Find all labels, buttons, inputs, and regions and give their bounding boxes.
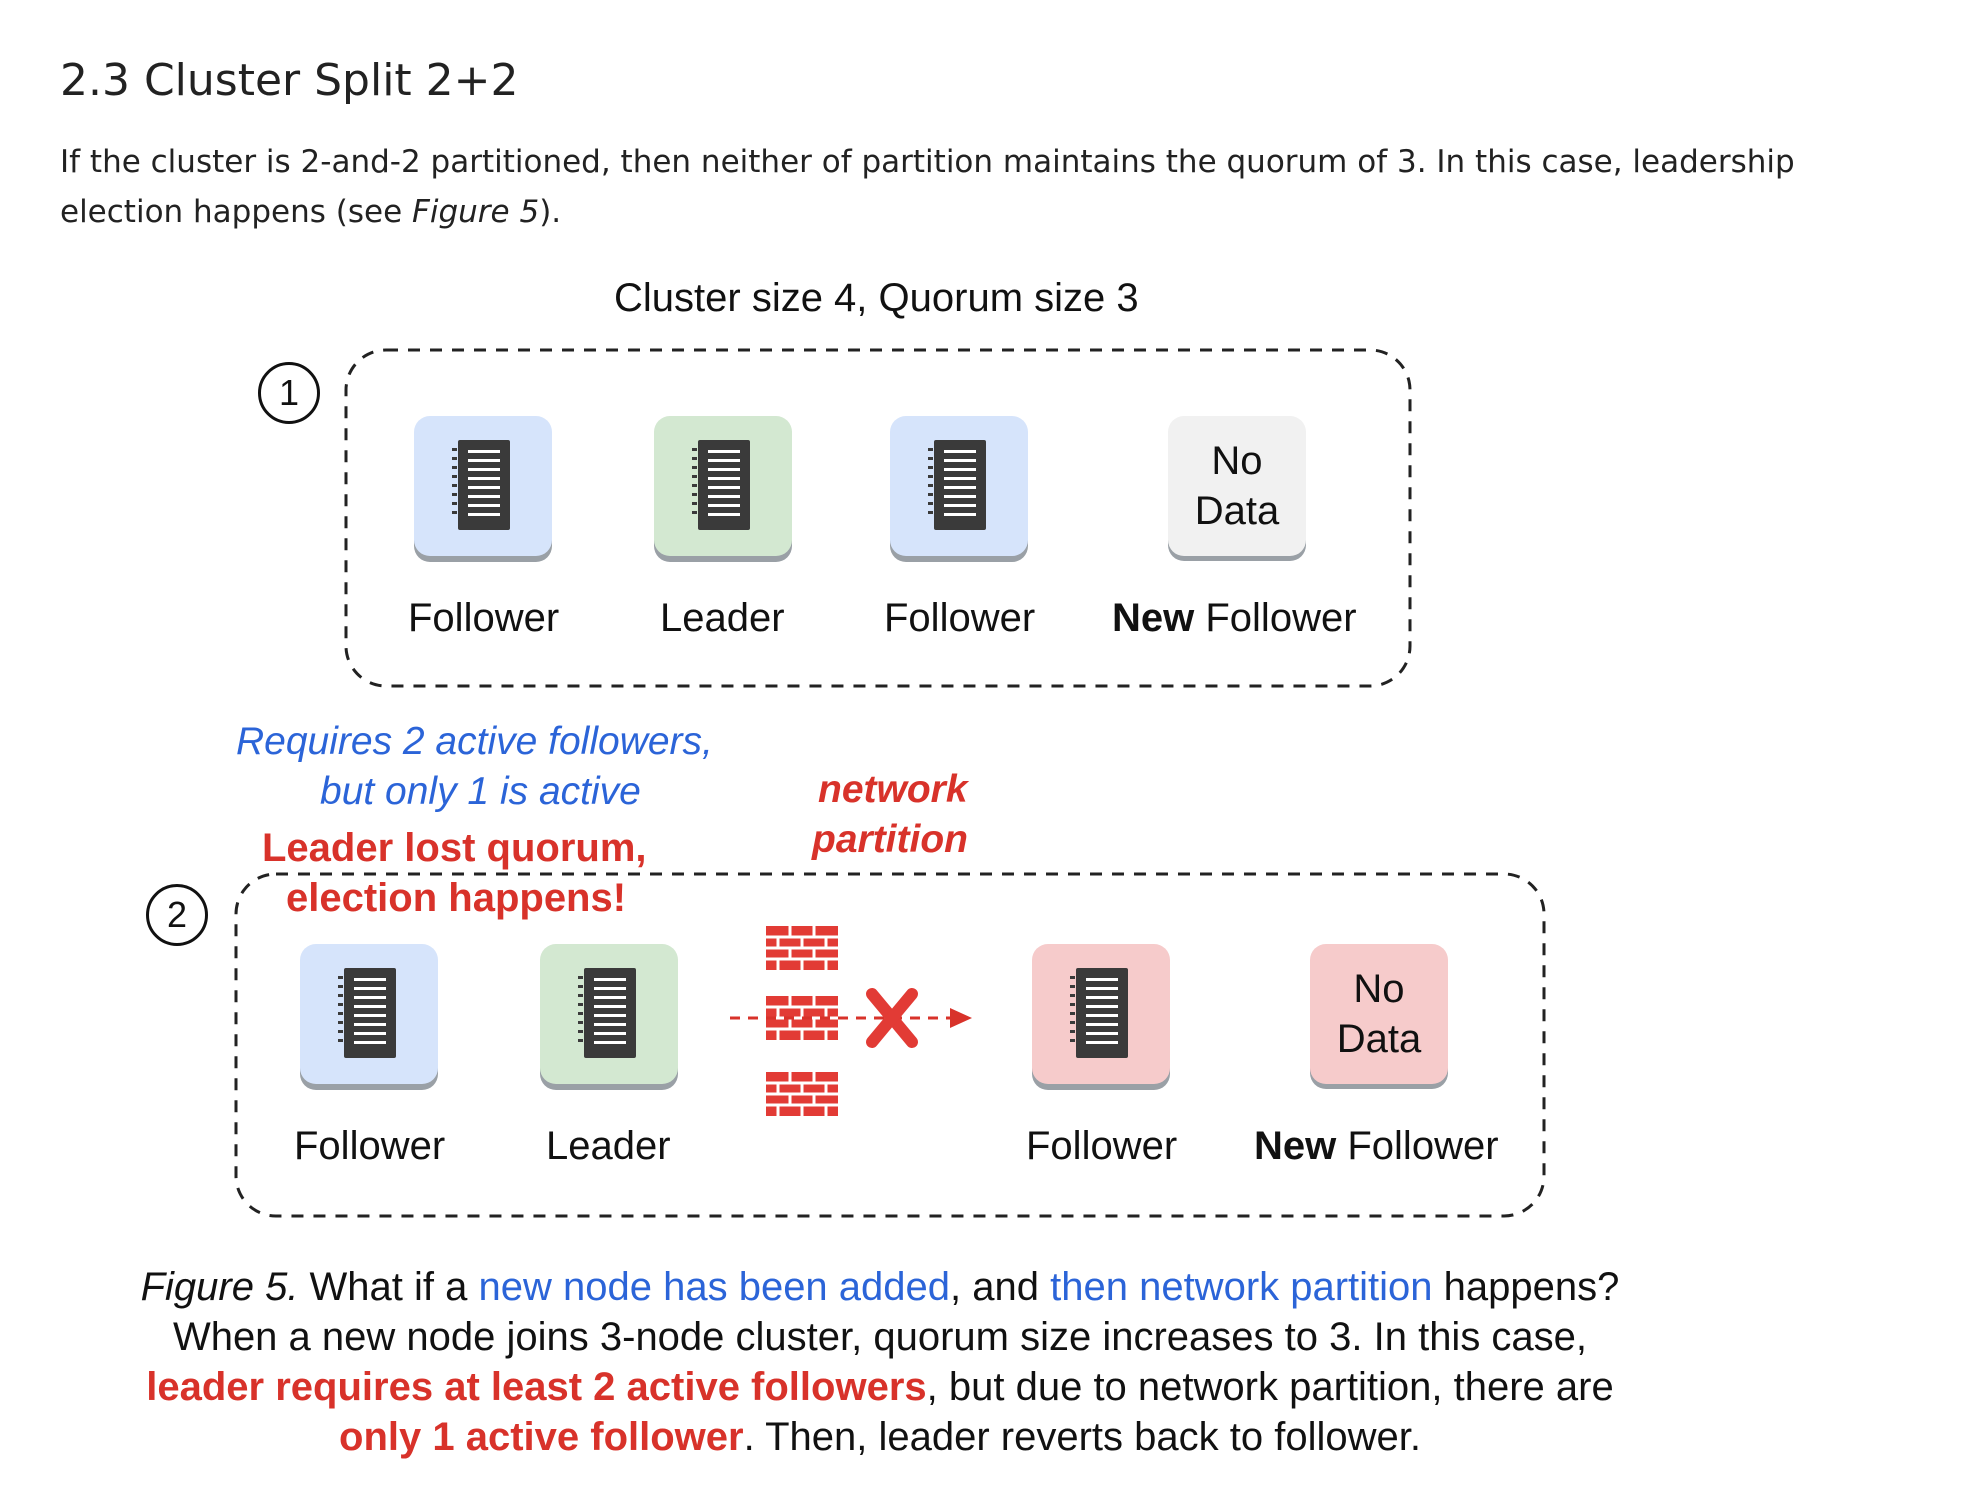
caption-line-3: leader requires at least 2 active follow… xyxy=(80,1362,1680,1412)
no-data-line1: No xyxy=(1353,967,1405,1011)
new-label-rest: Follower xyxy=(1336,1124,1499,1168)
note-partition: partition xyxy=(812,818,968,861)
node-label-follower-4: Follower xyxy=(1026,1124,1178,1168)
node-label-follower-3: Follower xyxy=(294,1124,446,1168)
cluster-boundary-step1 xyxy=(344,348,1412,688)
caption-line-2: When a new node joins 3-node cluster, qu… xyxy=(172,1315,1588,1359)
node-label-new-follower-1: New Follower xyxy=(1112,596,1357,641)
caption-text: , and xyxy=(950,1265,1051,1309)
new-label-bold: New xyxy=(1112,596,1195,640)
caption-highlight-blue: new node has been added xyxy=(478,1265,951,1309)
no-data-line2: Data xyxy=(1336,1017,1422,1061)
brick-wall-icon xyxy=(764,924,840,1118)
step-number-1: 1 xyxy=(258,362,320,424)
caption-highlight-red: leader requires at least 2 active follow… xyxy=(146,1365,927,1409)
paragraph-text: If the cluster is 2-and-2 partitioned, t… xyxy=(60,144,1795,230)
figure-title: Cluster size 4, Quorum size 3 xyxy=(614,276,1139,320)
caption-text: , but due to network partition, there ar… xyxy=(926,1365,1614,1409)
note-leader-lost-quorum: Leader lost quorum, xyxy=(262,826,647,870)
blocked-connection-arrow xyxy=(730,1008,972,1028)
node-box-leader-1 xyxy=(654,416,792,562)
node-box-follower-4 xyxy=(1032,944,1170,1090)
caption-text: happens? xyxy=(1432,1265,1620,1309)
node-label-new-follower-2: New Follower xyxy=(1254,1124,1499,1169)
caption-highlight-red: only 1 active follower xyxy=(339,1415,744,1459)
node-label-leader-1: Leader xyxy=(660,596,785,640)
caption-text: . Then, leader reverts back to follower. xyxy=(743,1415,1421,1459)
new-label-rest: Follower xyxy=(1194,596,1357,640)
server-icon xyxy=(692,440,750,530)
paragraph-text-end: ). xyxy=(539,194,562,230)
server-icon xyxy=(452,440,510,530)
note-requires-followers: Requires 2 active followers, xyxy=(236,720,713,763)
section-paragraph: If the cluster is 2-and-2 partitioned, t… xyxy=(60,137,1900,237)
node-box-follower-3 xyxy=(300,944,438,1090)
step-number-2: 2 xyxy=(146,884,208,946)
node-label-leader-2: Leader xyxy=(546,1124,671,1168)
figure-reference: Figure 5 xyxy=(412,194,540,230)
node-label-follower-1: Follower xyxy=(408,596,560,640)
node-box-follower-1 xyxy=(414,416,552,562)
x-mark-icon xyxy=(866,988,918,1048)
caption-line-4: only 1 active follower. Then, leader rev… xyxy=(80,1412,1680,1462)
node-box-leader-2 xyxy=(540,944,678,1090)
server-icon xyxy=(1070,968,1128,1058)
new-label-bold: New xyxy=(1254,1124,1337,1168)
node-label-follower-2: Follower xyxy=(884,596,1036,640)
caption-highlight-blue: then network partition xyxy=(1050,1265,1433,1309)
cluster-boundary-step2 xyxy=(234,872,1546,1218)
server-icon xyxy=(578,968,636,1058)
note-network: network xyxy=(818,768,968,811)
node-box-follower-2 xyxy=(890,416,1028,562)
figure-caption: Figure 5. What if a new node has been ad… xyxy=(80,1262,1680,1462)
caption-line-1: Figure 5. What if a new node has been ad… xyxy=(80,1262,1680,1312)
no-data-line1: No xyxy=(1211,439,1263,483)
no-data-line2: Data xyxy=(1194,489,1280,533)
caption-text: What if a xyxy=(298,1265,479,1309)
server-icon xyxy=(338,968,396,1058)
server-icon xyxy=(928,440,986,530)
section-title: 2.3 Cluster Split 2+2 xyxy=(60,54,519,106)
note-election-happens: election happens! xyxy=(286,876,627,920)
note-only-one-active: but only 1 is active xyxy=(320,770,641,813)
caption-figure-ref: Figure 5. xyxy=(140,1265,299,1309)
